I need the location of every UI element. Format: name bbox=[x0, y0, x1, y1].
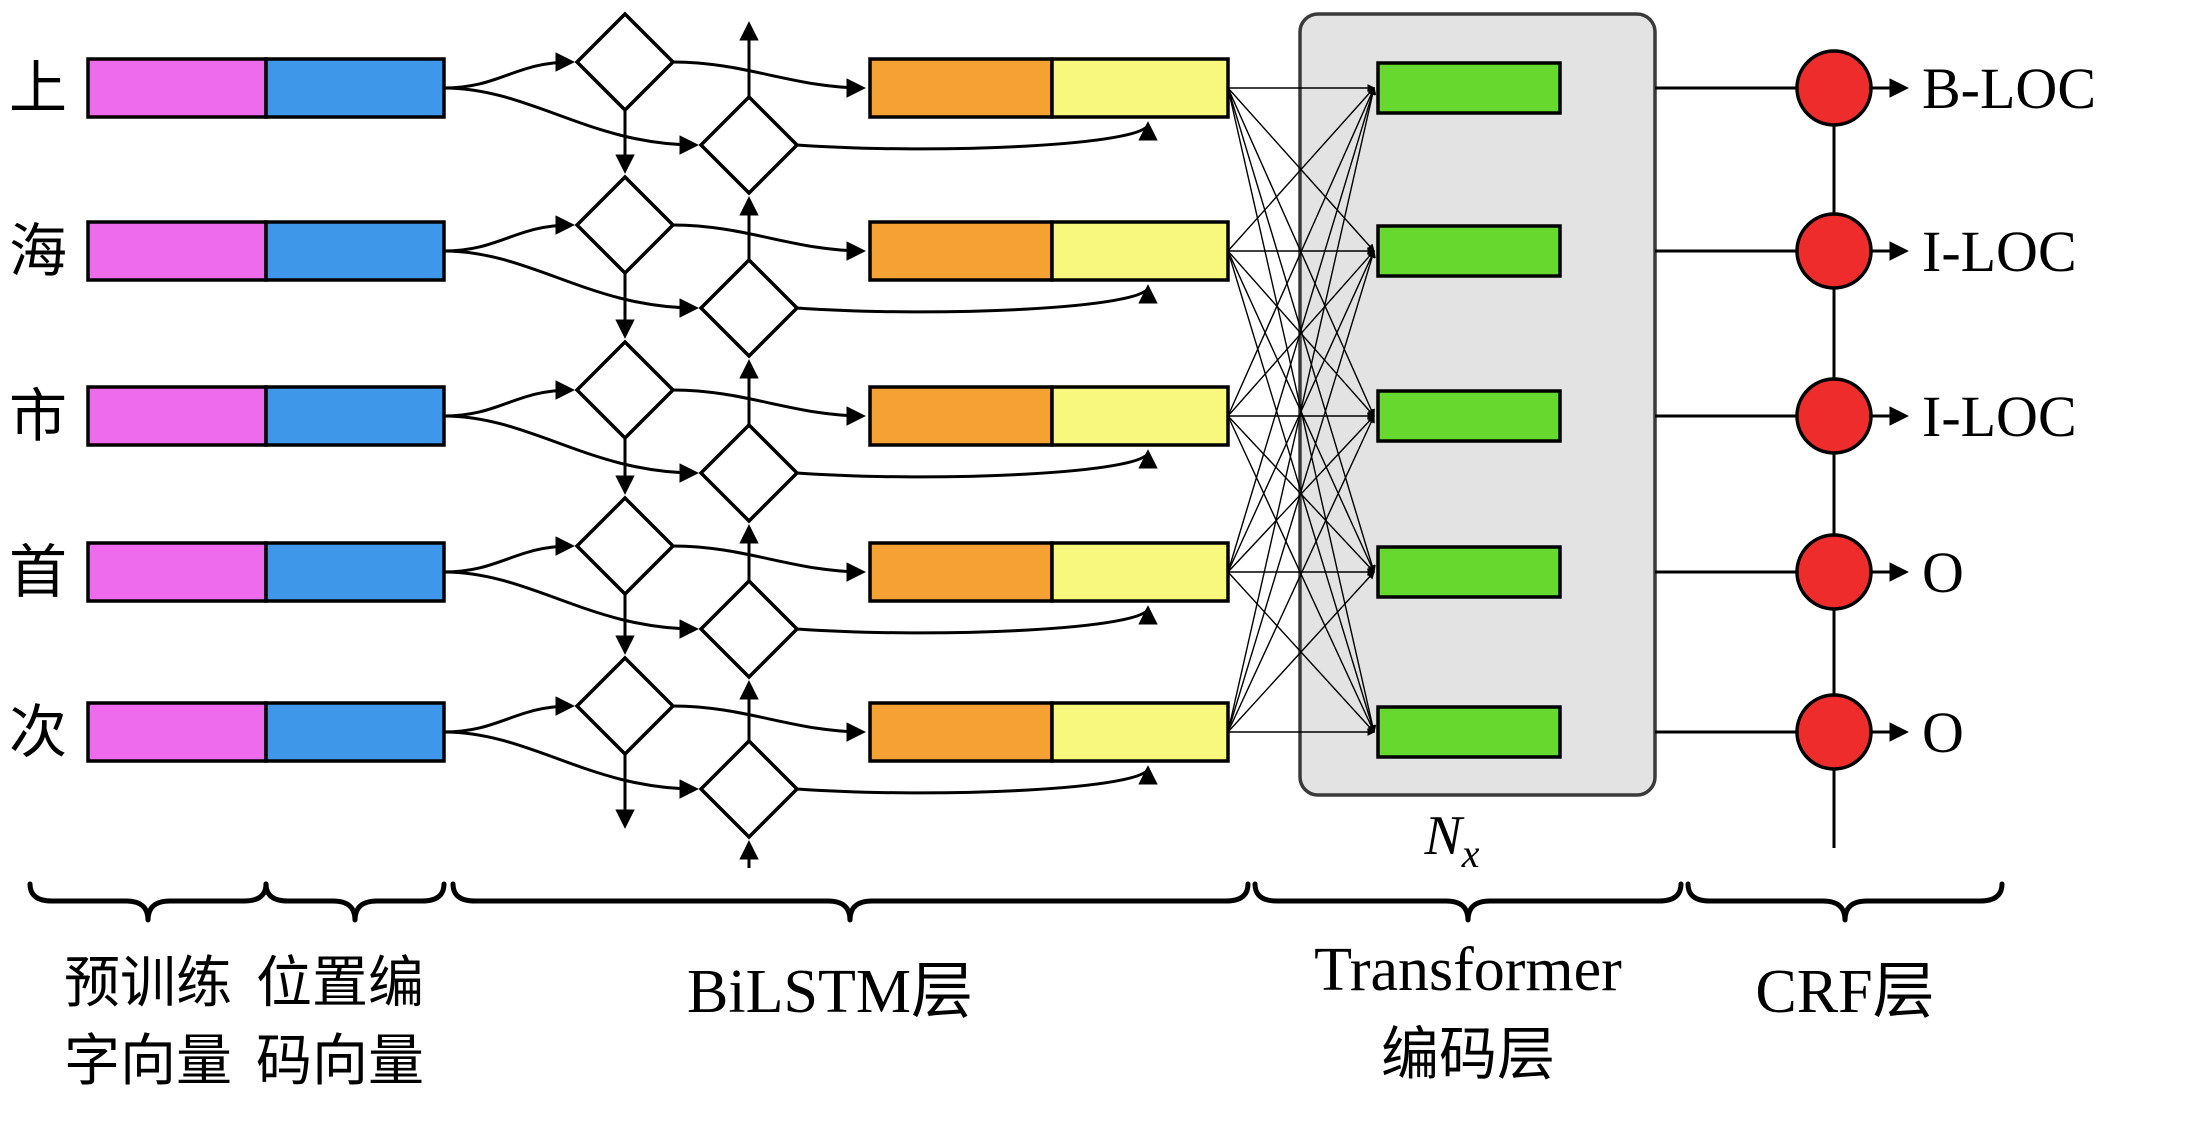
brace-bilstm-layer bbox=[450, 881, 1251, 923]
input-character: 市 bbox=[9, 384, 67, 449]
transformer-unit bbox=[1376, 705, 1562, 759]
embedding-char-label-line2: 字向量 bbox=[64, 1031, 232, 1093]
transformer-layer-label-line1: Transformer bbox=[1314, 936, 1622, 1004]
backward-to-hidden-arrow bbox=[796, 449, 1158, 479]
crf-layer-label: CRF层 bbox=[1755, 958, 1934, 1026]
lstm-forward-cell bbox=[574, 495, 676, 597]
hidden-backward-block bbox=[1050, 541, 1230, 603]
embedding-to-backward-arrow bbox=[443, 86, 699, 155]
forward-to-hidden-arrow bbox=[672, 60, 866, 98]
bilstm-layer-label: BiLSTM层 bbox=[687, 958, 973, 1026]
bilstm-to-transformer-connection bbox=[1227, 86, 1376, 573]
forward-to-hidden-arrow bbox=[672, 704, 866, 742]
bilstm-to-transformer-connection bbox=[1227, 86, 1375, 417]
brace-pos-embedding bbox=[263, 881, 447, 923]
output-label: O bbox=[1922, 540, 1964, 605]
output-label: I-LOC bbox=[1922, 219, 2077, 284]
lstm-backward-cell bbox=[698, 738, 800, 840]
hidden-backward-block bbox=[1050, 220, 1230, 282]
bilstm-to-transformer-connection bbox=[1227, 571, 1375, 733]
position-embedding-block bbox=[264, 220, 446, 282]
bilstm-to-transformer-connection bbox=[1227, 87, 1375, 252]
crf-node bbox=[1795, 49, 1873, 127]
char-embedding-block bbox=[86, 57, 268, 119]
backward-to-hidden-arrow bbox=[796, 765, 1158, 795]
forward-to-hidden-arrow bbox=[672, 544, 866, 582]
embedding-pos-label-line1: 位置编 bbox=[256, 953, 424, 1015]
brace-char-embedding bbox=[27, 881, 269, 923]
hidden-forward-block bbox=[868, 701, 1054, 763]
input-character: 次 bbox=[9, 700, 67, 765]
backward-to-hidden-arrow bbox=[796, 121, 1158, 151]
transformer-unit bbox=[1376, 389, 1562, 443]
bilstm-to-transformer-connection bbox=[1227, 250, 1375, 417]
generated-layer: 上 B-LOC 海 I-LOC 市 I-LOC 首 O 次 O bbox=[9, 11, 2096, 868]
char-embedding-block bbox=[86, 701, 268, 763]
bilstm-to-transformer-connection bbox=[1227, 414, 1375, 733]
output-label: B-LOC bbox=[1922, 56, 2096, 121]
transformer-layer-label-line2: 编码层 bbox=[1381, 1022, 1555, 1087]
bilstm-to-transformer-connection bbox=[1227, 415, 1375, 573]
bilstm-to-transformer-connection bbox=[1227, 86, 1377, 733]
transformer-unit bbox=[1376, 61, 1562, 115]
char-embedding-block bbox=[86, 385, 268, 447]
embedding-to-backward-arrow bbox=[443, 570, 699, 639]
hidden-backward-block bbox=[1050, 385, 1230, 447]
output-label: O bbox=[1922, 700, 1964, 765]
embedding-to-forward-arrow bbox=[443, 215, 575, 253]
embedding-to-backward-arrow bbox=[443, 730, 699, 799]
lstm-forward-cell bbox=[574, 174, 676, 276]
lstm-backward-cell bbox=[698, 422, 800, 524]
hidden-backward-block bbox=[1050, 57, 1230, 119]
position-embedding-block bbox=[264, 57, 446, 119]
embedding-to-forward-arrow bbox=[443, 536, 575, 574]
hidden-forward-block bbox=[868, 57, 1054, 119]
embedding-to-forward-arrow bbox=[443, 380, 575, 418]
position-embedding-block bbox=[264, 385, 446, 447]
position-embedding-block bbox=[264, 701, 446, 763]
hidden-forward-block bbox=[868, 541, 1054, 603]
crf-node bbox=[1795, 693, 1873, 771]
output-label: I-LOC bbox=[1922, 384, 2077, 449]
lstm-backward-cell bbox=[698, 257, 800, 359]
lstm-forward-cell bbox=[574, 11, 676, 113]
position-embedding-block bbox=[264, 541, 446, 603]
bilstm-to-transformer-connection bbox=[1227, 249, 1376, 733]
embedding-char-label-line1: 预训练 bbox=[64, 953, 232, 1015]
backward-to-hidden-arrow bbox=[796, 284, 1158, 314]
crf-node bbox=[1795, 377, 1873, 455]
forward-to-hidden-arrow bbox=[672, 223, 866, 261]
input-character: 首 bbox=[9, 540, 67, 605]
forward-to-hidden-arrow bbox=[672, 388, 866, 426]
hidden-forward-block bbox=[868, 385, 1054, 447]
lstm-backward-cell bbox=[698, 94, 800, 196]
lstm-forward-cell bbox=[574, 655, 676, 757]
embedding-pos-label-line2: 码向量 bbox=[256, 1031, 424, 1093]
transformer-repeat-label: Nx bbox=[1423, 805, 1479, 876]
embedding-to-backward-arrow bbox=[443, 249, 699, 318]
crf-node bbox=[1795, 533, 1873, 611]
backward-to-hidden-arrow bbox=[796, 605, 1158, 635]
char-embedding-block bbox=[86, 220, 268, 282]
lstm-forward-cell bbox=[574, 339, 676, 441]
hidden-forward-block bbox=[868, 220, 1054, 282]
transformer-unit bbox=[1376, 545, 1562, 599]
embedding-to-backward-arrow bbox=[443, 414, 699, 483]
char-embedding-block bbox=[86, 541, 268, 603]
embedding-to-forward-arrow bbox=[443, 52, 575, 90]
crf-node bbox=[1795, 212, 1873, 290]
brace-transformer-layer bbox=[1252, 881, 1684, 923]
input-character: 海 bbox=[9, 219, 67, 284]
lstm-backward-cell bbox=[698, 578, 800, 680]
transformer-unit bbox=[1376, 224, 1562, 278]
hidden-backward-block bbox=[1050, 701, 1230, 763]
input-character: 上 bbox=[9, 56, 67, 121]
embedding-to-forward-arrow bbox=[443, 696, 575, 734]
brace-crf-layer bbox=[1685, 881, 2005, 923]
